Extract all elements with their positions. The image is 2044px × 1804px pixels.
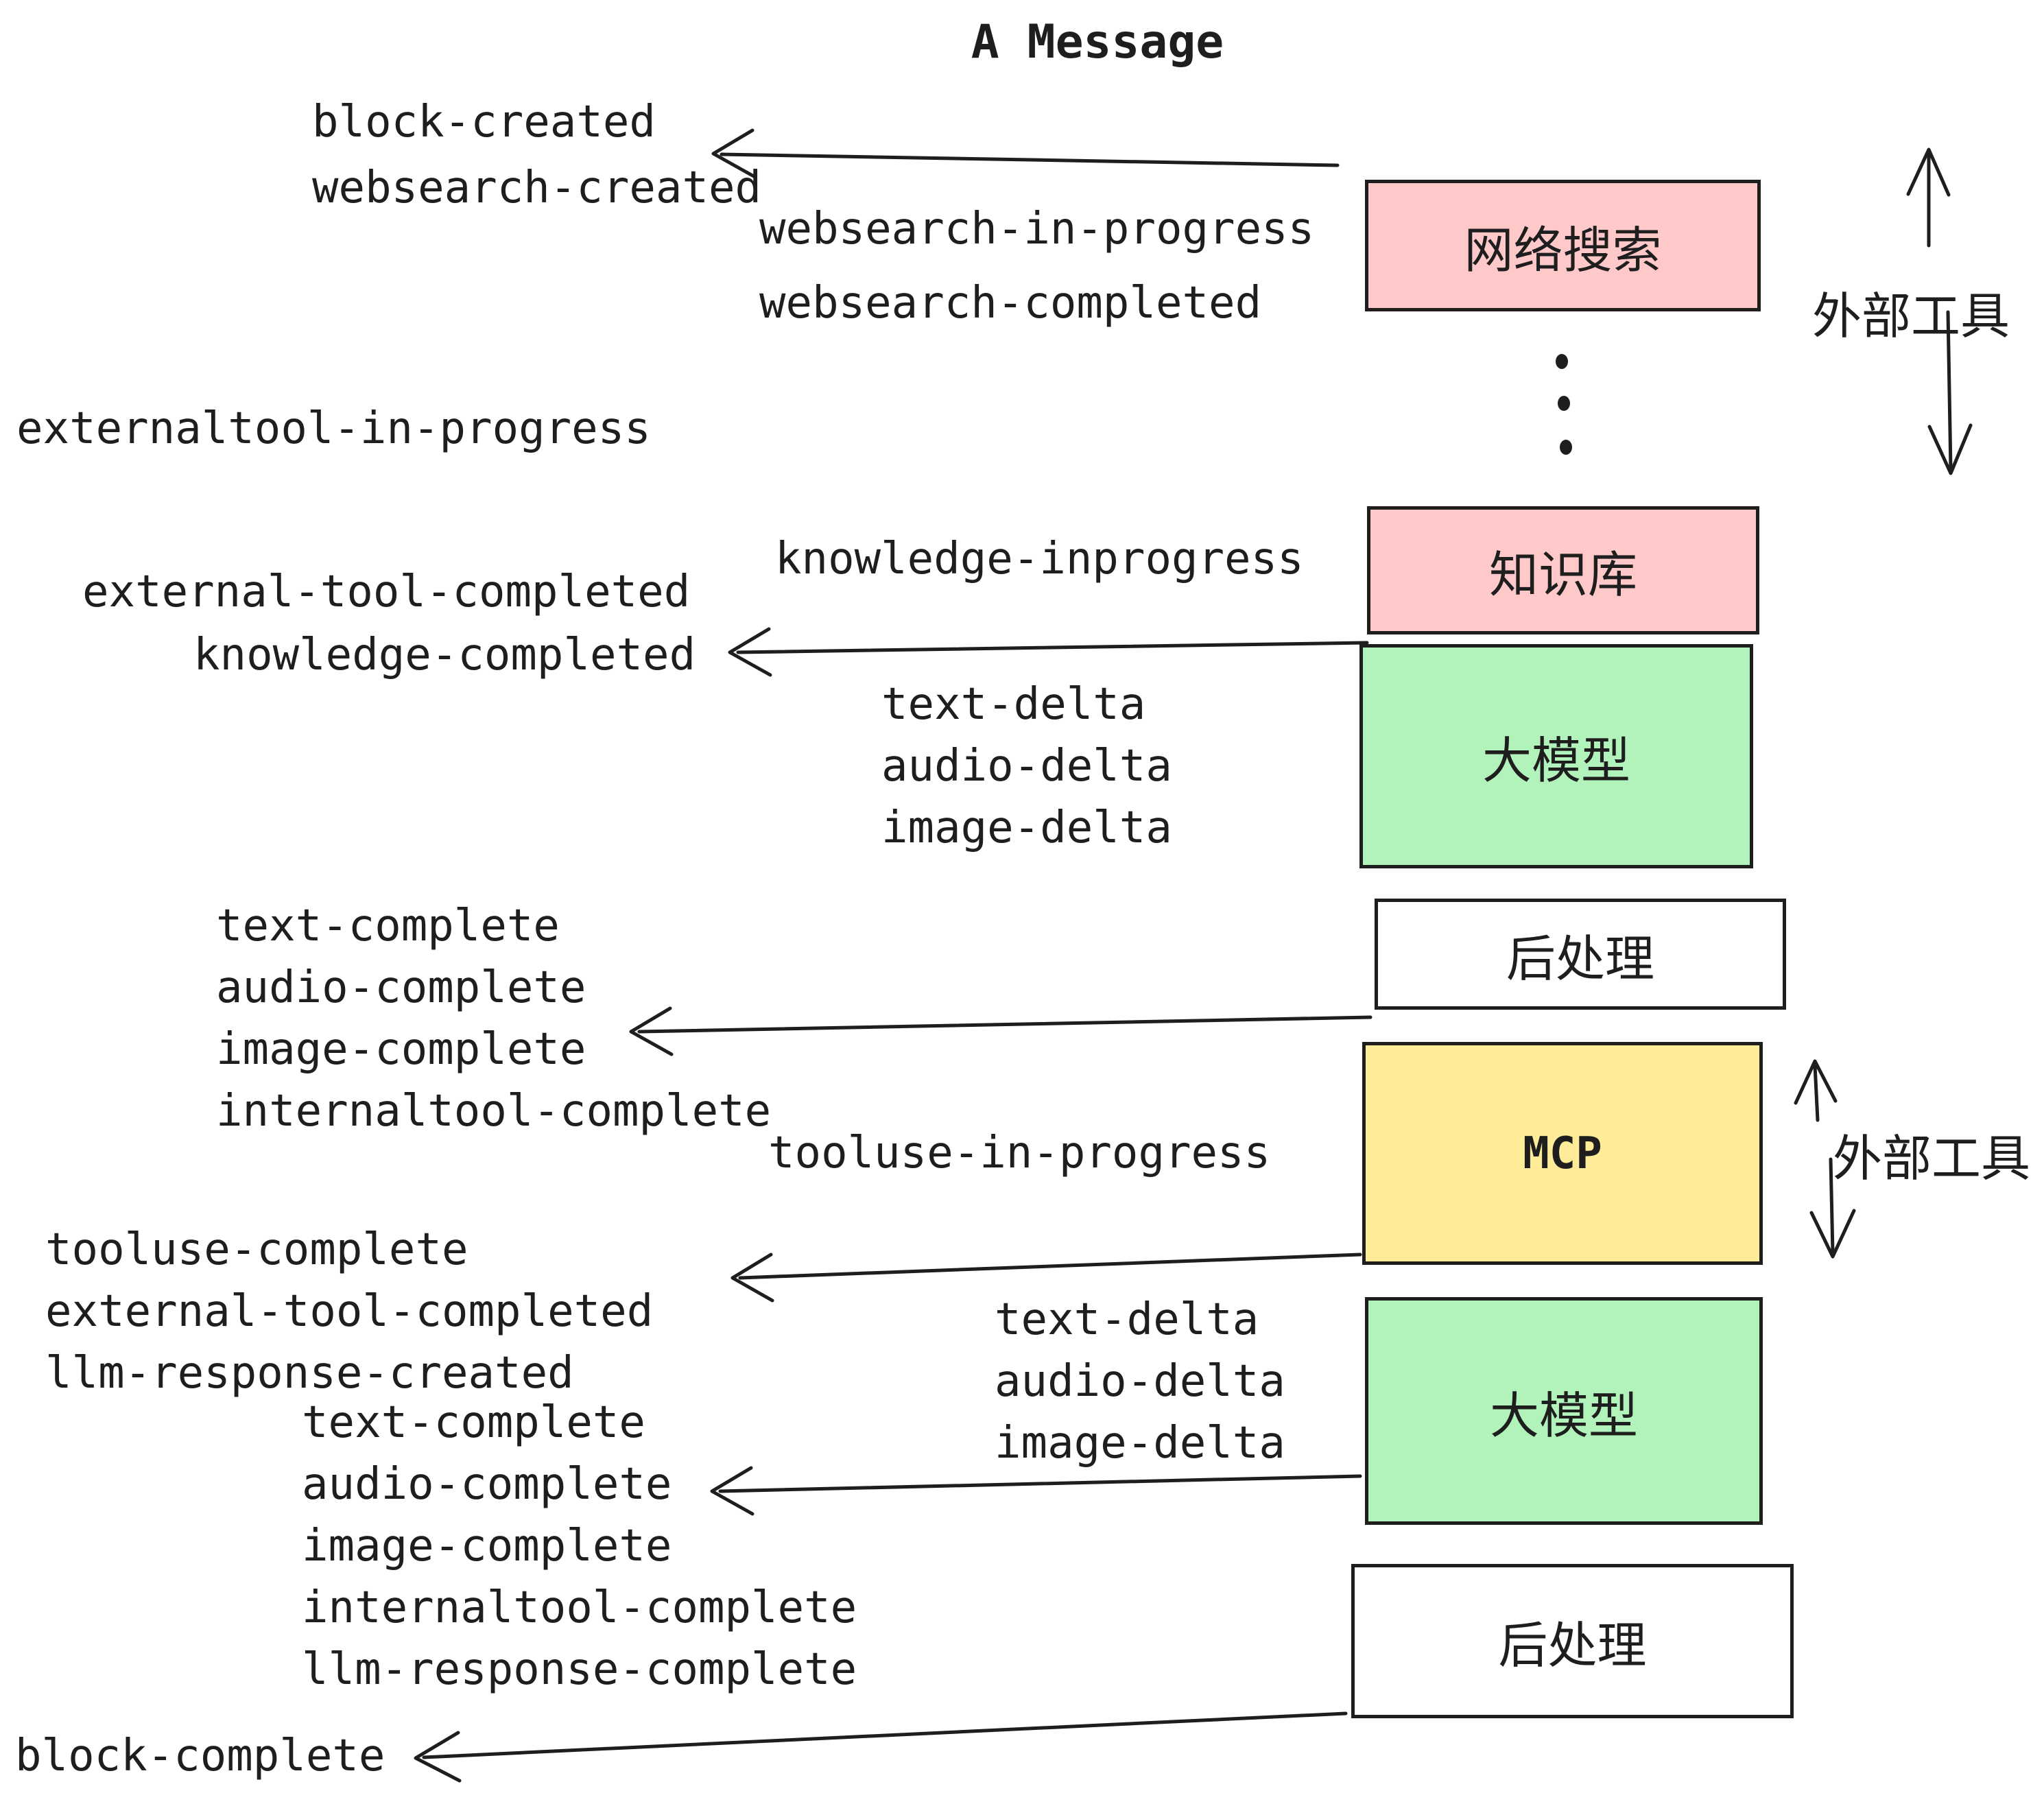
external-tools-label-1: 外部工具 — [1812, 287, 2010, 345]
arrow-to-image-complete — [629, 1006, 1372, 1056]
event-internaltool-complete-1: internaltool-complete — [216, 1086, 772, 1137]
external-tools-2-up-arrow — [1794, 1059, 1838, 1122]
ellipsis-dots — [1556, 354, 1572, 455]
arrow-to-knowledge-completed — [728, 627, 1369, 677]
event-websearch-in-progress: websearch-in-progress — [759, 204, 1315, 254]
arrow-to-websearch-created — [711, 128, 1340, 178]
event-text-delta-2: text-delta — [995, 1294, 1259, 1345]
event-text-complete-1: text-complete — [216, 901, 560, 951]
diagram-title: A Message — [971, 15, 1224, 69]
arrow-to-audio-complete — [710, 1466, 1362, 1516]
box-knowledge-label: 知识库 — [1488, 546, 1637, 604]
box-knowledge: 知识库 — [1367, 506, 1759, 634]
box-mcp: MCP — [1362, 1042, 1763, 1265]
box-llm-2-label: 大模型 — [1489, 1386, 1638, 1445]
arrow-to-block-complete — [414, 1711, 1348, 1783]
event-image-complete-1: image-complete — [216, 1024, 586, 1075]
event-llm-response-complete: llm-response-complete — [302, 1644, 857, 1695]
external-tools-1-up-arrow — [1906, 147, 1951, 248]
event-internaltool-complete-2: internaltool-complete — [302, 1582, 857, 1633]
box-postprocess-2: 后处理 — [1351, 1564, 1794, 1718]
box-mcp-label: MCP — [1523, 1128, 1602, 1179]
box-postprocess-1: 后处理 — [1375, 899, 1786, 1010]
event-audio-complete-2: audio-complete — [302, 1459, 672, 1510]
external-tools-2-down-arrow — [1809, 1157, 1856, 1259]
box-llm-2: 大模型 — [1365, 1297, 1763, 1525]
external-tools-label-2: 外部工具 — [1833, 1130, 2031, 1187]
box-llm-1: 大模型 — [1359, 644, 1753, 868]
event-external-tool-completed: external-tool-completed — [82, 567, 691, 617]
external-tools-1-down-arrow — [1927, 310, 1973, 475]
event-knowledge-inprogress: knowledge-inprogress — [775, 534, 1304, 584]
box-websearch-label: 网络搜索 — [1464, 221, 1662, 279]
box-websearch: 网络搜索 — [1365, 180, 1761, 311]
event-image-delta-2: image-delta — [995, 1418, 1285, 1469]
event-websearch-created: websearch-created — [312, 163, 762, 213]
event-externaltool-in-progress: externaltool-in-progress — [16, 403, 651, 454]
box-postprocess-2-label: 后处理 — [1498, 1617, 1647, 1674]
event-block-complete: block-complete — [15, 1731, 385, 1781]
box-llm-1-label: 大模型 — [1482, 732, 1630, 790]
event-image-delta-1: image-delta — [881, 803, 1172, 853]
event-knowledge-completed: knowledge-completed — [193, 630, 696, 680]
event-llm-response-created: llm-response-created — [45, 1348, 574, 1399]
box-postprocess-1-label: 后处理 — [1506, 929, 1654, 988]
event-tooluse-in-progress: tooluse-in-progress — [768, 1128, 1271, 1178]
event-external-tool-completed-2: external-tool-completed — [45, 1286, 654, 1337]
event-tooluse-complete: tooluse-complete — [45, 1224, 468, 1275]
event-image-complete-2: image-complete — [302, 1521, 672, 1571]
event-block-created: block-created — [312, 97, 656, 147]
event-audio-delta-2: audio-delta — [995, 1356, 1285, 1407]
event-text-complete-2: text-complete — [302, 1397, 645, 1448]
event-audio-complete-1: audio-complete — [216, 962, 586, 1013]
arrow-to-tooluse-complete — [730, 1253, 1362, 1303]
event-text-delta-1: text-delta — [881, 679, 1146, 730]
event-audio-delta-1: audio-delta — [881, 741, 1172, 792]
event-websearch-completed: websearch-completed — [759, 278, 1262, 329]
